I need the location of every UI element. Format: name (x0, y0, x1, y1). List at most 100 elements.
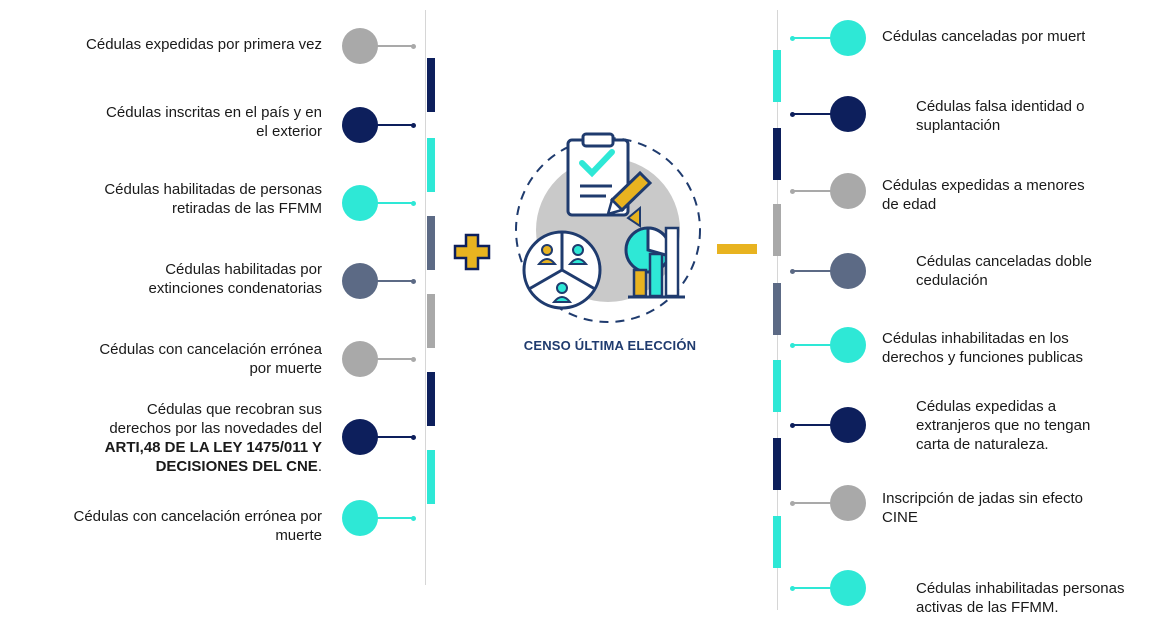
connector-endpoint (790, 111, 795, 117)
timeline-segment (427, 450, 435, 504)
connector-line (360, 45, 413, 47)
label-line: extranjeros que no tengan (916, 417, 1091, 434)
item-dot (830, 173, 866, 209)
item-label: Cédulas expedidas a menores de edad (882, 176, 1085, 214)
label-line: Cédulas con cancelación errónea (99, 341, 322, 358)
label-line: de edad (882, 196, 937, 213)
label-line: Cédulas con cancelación errónea por (73, 508, 323, 525)
connector-endpoint (790, 422, 795, 428)
label-line: cedulación (916, 272, 988, 289)
census-illustration (515, 132, 701, 323)
item-label: Cédulas con cancelación errónea por muert… (74, 507, 323, 545)
label-line: Inscripción de jadas sin efecto (882, 490, 1083, 507)
connector-line (360, 436, 413, 438)
item-label: Cédulas canceladas por muert (882, 27, 1085, 46)
label-line: derechos y funciones publicas (882, 349, 1083, 366)
label-line: Cédulas canceladas por muert (882, 28, 1086, 45)
timeline-segment (427, 138, 435, 192)
timeline-segment (773, 50, 781, 102)
label-bold-line: ARTI,48 DE LA LEY 1475/011 Y (104, 439, 322, 456)
item-dot (342, 263, 378, 299)
label-line: activas de las FFMM. (916, 599, 1059, 616)
connector-endpoint (790, 35, 795, 41)
label-line: Cédulas inscritas en el país y en (106, 104, 322, 121)
connector-line (360, 124, 413, 126)
item-dot (342, 28, 378, 64)
plus-icon (452, 232, 492, 272)
timeline-segment (427, 372, 435, 426)
item-dot (830, 20, 866, 56)
item-dot (830, 327, 866, 363)
label-line: Cédulas inhabilitadas personas (916, 580, 1125, 597)
item-label: Cédulas inscritas en el país y en el exte… (106, 103, 322, 141)
item-dot (342, 419, 378, 455)
label-line: Cédulas canceladas doble (916, 253, 1092, 270)
checklist-icon (566, 132, 630, 217)
item-label: Cédulas canceladas doble cedulación (916, 252, 1092, 290)
label-line: Cédulas que recobran sus (146, 401, 322, 418)
label-line: carta de naturaleza. (916, 436, 1049, 453)
label-line: por muerte (249, 360, 322, 377)
left-divider-line (425, 10, 426, 585)
connector-line (793, 270, 848, 272)
item-dot (342, 500, 378, 536)
label-line: Cédulas falsa identidad o (916, 98, 1085, 115)
item-dot (342, 185, 378, 221)
label-line: derechos por las novedades del (109, 420, 322, 437)
connector-endpoint (411, 515, 416, 521)
census-title: CENSO ÚLTIMA ELECCIÓN (523, 338, 697, 353)
item-label: Cédulas falsa identidad o suplantación (916, 97, 1084, 135)
connector-line (360, 202, 413, 204)
label-line: Cédulas habilitadas por (165, 261, 322, 278)
item-dot (830, 407, 866, 443)
connector-line (793, 344, 848, 346)
label-line: muerte (275, 527, 322, 544)
item-label: Cédulas que recobran sus derechos por las… (105, 400, 322, 476)
bar-chart-icon (628, 226, 685, 299)
connector-line (793, 37, 848, 39)
label-line: Cédulas expedidas por primera vez (86, 36, 322, 53)
connector-line (793, 424, 848, 426)
label-line: CINE (882, 509, 918, 526)
item-dot (830, 570, 866, 606)
label-line: Cédulas expedidas a menores (882, 177, 1085, 194)
connector-endpoint (411, 122, 416, 128)
item-dot (830, 96, 866, 132)
item-label: Cédulas con cancelación errónea por muert… (99, 340, 322, 378)
connector-endpoint (790, 500, 795, 506)
item-label: Cédulas expedidas por primera vez (86, 35, 322, 54)
item-dot (342, 341, 378, 377)
label-line: retiradas de las FFMM (171, 200, 322, 217)
connector-line (360, 358, 413, 360)
item-dot (830, 253, 866, 289)
label-line: suplantación (916, 117, 1001, 134)
timeline-segment (773, 438, 781, 490)
connector-line (793, 587, 848, 589)
minus-icon (717, 244, 757, 254)
timeline-segment (427, 216, 435, 270)
connector-endpoint (790, 268, 795, 274)
connector-endpoint (790, 585, 795, 591)
connector-line (793, 113, 848, 115)
timeline-segment (773, 360, 781, 412)
connector-endpoint (411, 434, 416, 440)
connector-endpoint (411, 200, 416, 206)
people-groups-icon (522, 230, 602, 310)
connector-line (360, 280, 413, 282)
timeline-segment (773, 516, 781, 568)
connector-line (360, 517, 413, 519)
connector-endpoint (411, 356, 416, 362)
pencil-icon (606, 170, 653, 216)
timeline-segment (773, 128, 781, 180)
label-line: el exterior (256, 123, 322, 140)
label-bold-line: DECISIONES DEL CNE. (155, 458, 322, 475)
connector-line (793, 190, 848, 192)
timeline-segment (773, 283, 781, 335)
item-dot (342, 107, 378, 143)
timeline-segment (427, 58, 435, 112)
